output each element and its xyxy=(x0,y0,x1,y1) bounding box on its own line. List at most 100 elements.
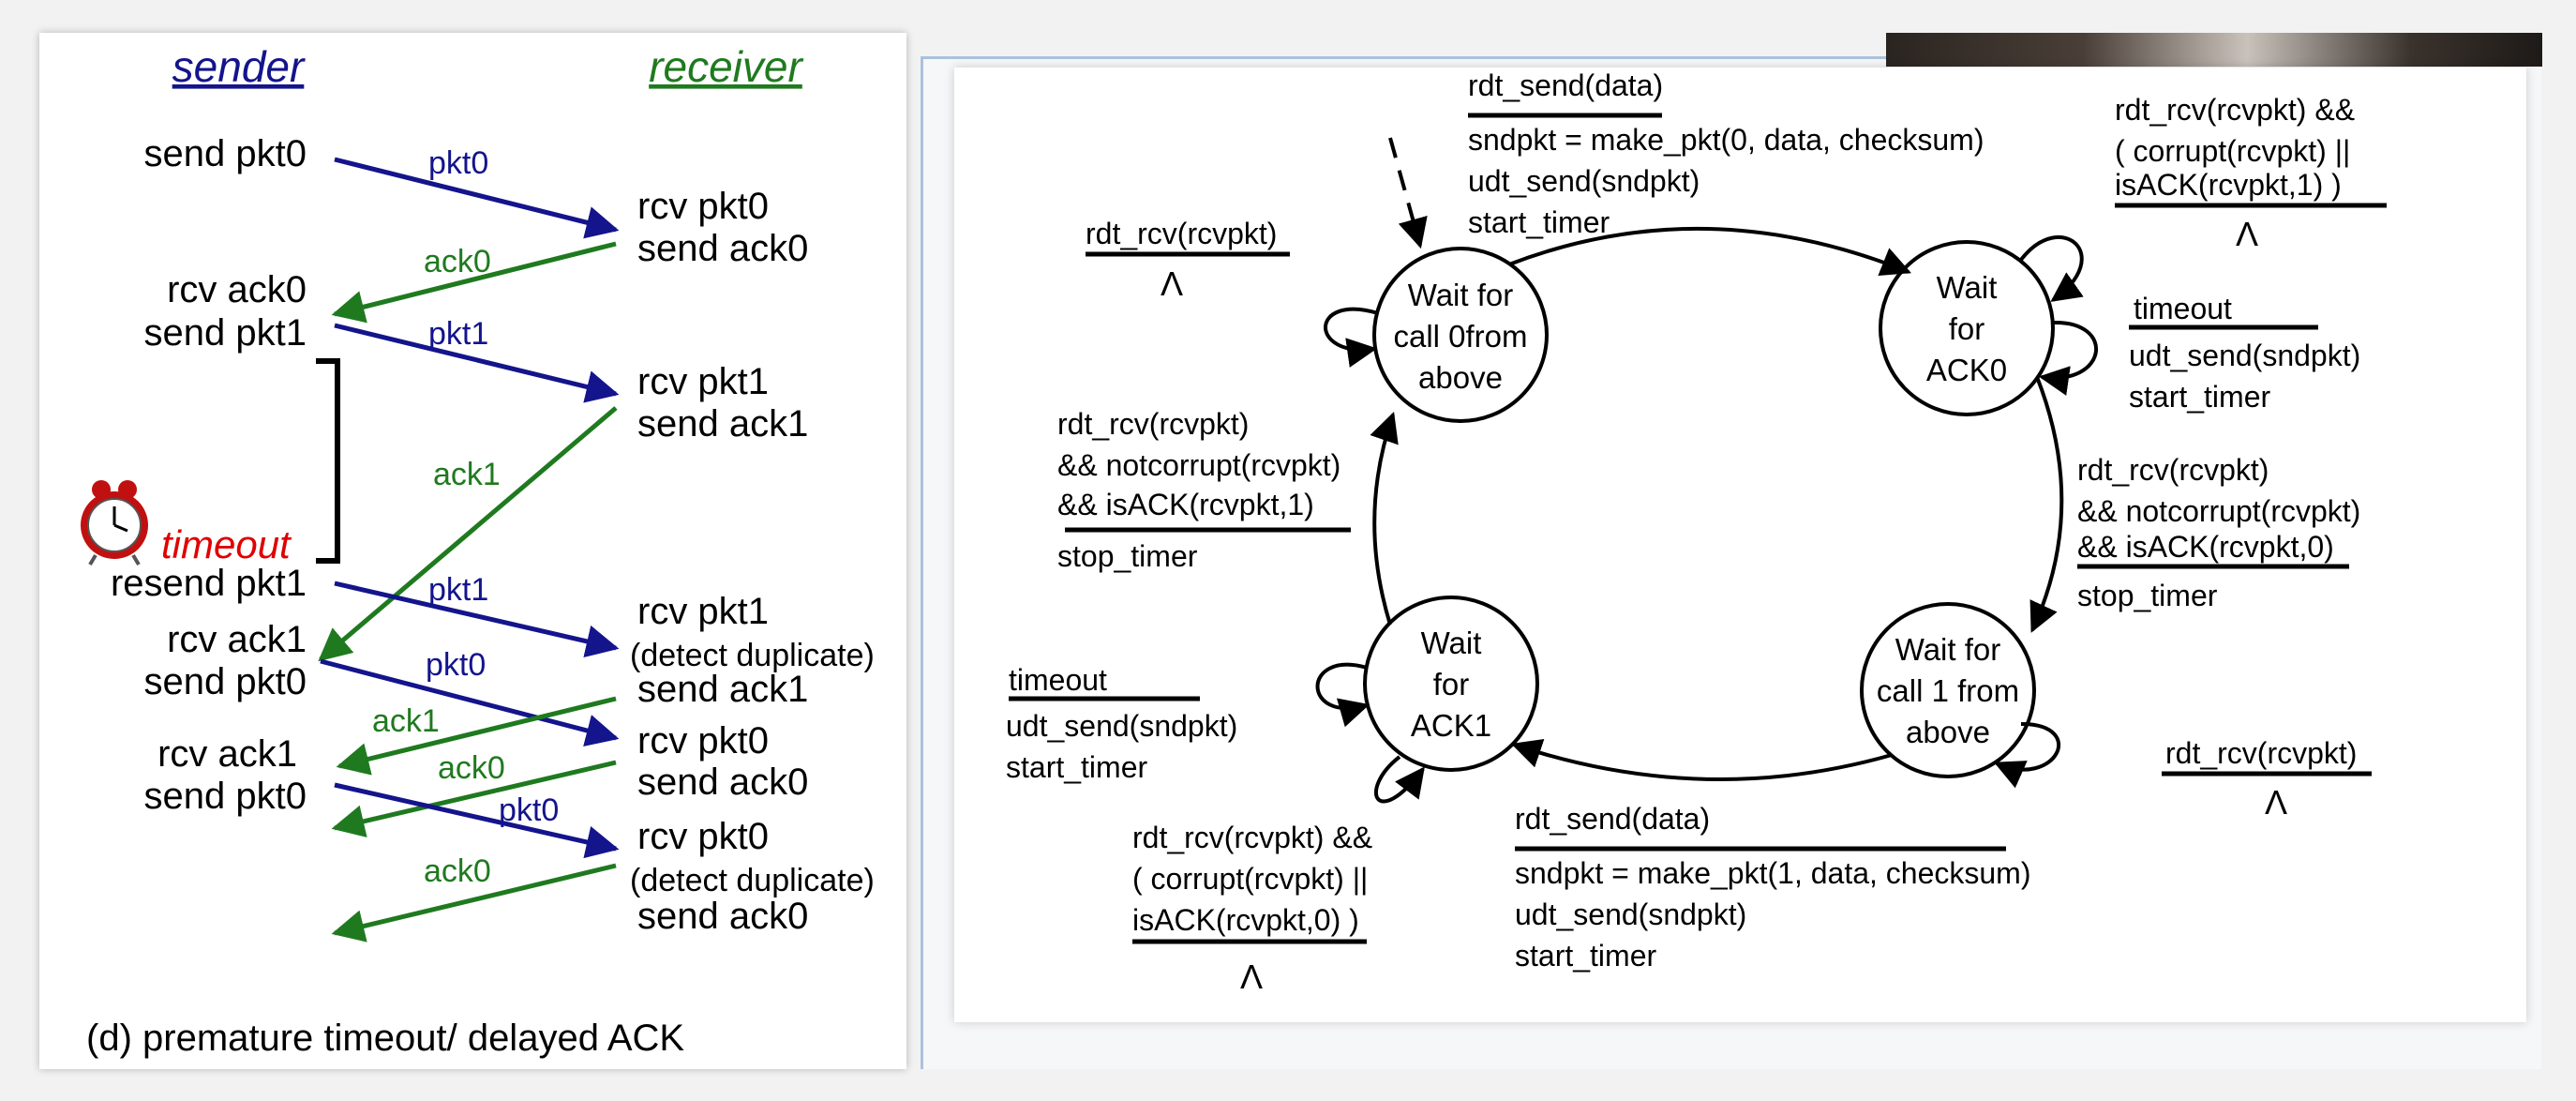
transition-event: rdt_rcv(rcvpkt) xyxy=(2165,736,2357,770)
transition-action: sndpkt = make_pkt(0, data, checksum) xyxy=(1468,123,1984,157)
message-label: pkt0 xyxy=(428,145,488,181)
message-label: ack0 xyxy=(438,750,505,786)
self-loop-ack0-right xyxy=(2038,320,2099,396)
transition-action: start_timer xyxy=(2129,380,2270,414)
self-loop-ack0-top xyxy=(2019,234,2084,302)
self-loop-ack1-left xyxy=(1315,662,1370,728)
sender-event: rcv ack1 xyxy=(157,733,297,775)
transition-action: udt_send(sndpkt) xyxy=(1515,897,1746,931)
transition-ack1-to-call0 xyxy=(1370,411,1399,626)
transition-event: ( corrupt(rcvpkt) || xyxy=(1132,862,1368,896)
transition-event: && isACK(rcvpkt,0) xyxy=(2077,530,2334,564)
transition-action: stop_timer xyxy=(2077,579,2218,612)
sender-event: send pkt0 xyxy=(144,661,307,702)
message-label: ack1 xyxy=(372,703,440,739)
receiver-event: send ack0 xyxy=(637,896,808,937)
receiver-event: (detect duplicate) xyxy=(630,638,875,673)
sender-event: rcv ack1 xyxy=(167,619,307,660)
receiver-event: send ack1 xyxy=(637,403,808,445)
message-arrow-ack1 xyxy=(336,696,617,776)
state-label: Wait xyxy=(1937,270,1998,305)
transition-event: isACK(rcvpkt,1) ) xyxy=(2115,168,2342,202)
transition-action: sndpkt = make_pkt(1, data, checksum) xyxy=(1515,856,2030,890)
receiver-event: rcv pkt0 xyxy=(637,186,769,227)
state-label: ACK1 xyxy=(1411,708,1491,743)
message-arrow-ack1 xyxy=(318,406,618,662)
receiver-event: rcv pkt1 xyxy=(637,591,769,632)
transition-action: udt_send(sndpkt) xyxy=(1006,709,1237,743)
state-label: Wait for xyxy=(1895,632,2000,667)
fsm-diagram: Wait for call 0from above Wait for ACK0 … xyxy=(1006,68,2387,996)
transition-action: start_timer xyxy=(1006,750,1147,784)
transition-event: rdt_rcv(rcvpkt) && xyxy=(2115,93,2355,127)
initial-arrow xyxy=(1388,137,1428,249)
transition-ack0-to-call1 xyxy=(2029,376,2064,633)
fsm-panel: Wait for call 0from above Wait for ACK0 … xyxy=(954,68,2526,1022)
sender-event: rcv ack0 xyxy=(167,269,307,310)
receiver-event: rcv pkt1 xyxy=(637,361,769,402)
transition-action: udt_send(sndpkt) xyxy=(2129,339,2360,372)
transition-call0-to-ack0 xyxy=(1508,226,1911,277)
transition-event: rdt_send(data) xyxy=(1468,68,1663,102)
state-label: call 0from xyxy=(1393,319,1527,354)
message-label: pkt0 xyxy=(426,647,486,683)
sender-event: send pkt1 xyxy=(144,312,307,354)
message-label: pkt1 xyxy=(428,572,488,608)
timeout-label: timeout xyxy=(161,522,292,566)
state-label: above xyxy=(1906,715,1990,749)
self-loop-ack1-bottom xyxy=(1374,755,1425,804)
timeout-bracket xyxy=(316,358,340,564)
transition-action: udt_send(sndpkt) xyxy=(1468,164,1700,198)
message-arrow-pkt0 xyxy=(334,157,620,239)
message-label: ack1 xyxy=(433,457,501,492)
transition-action: Λ xyxy=(2236,215,2258,253)
transition-call1-to-ack1 xyxy=(1510,738,1893,781)
timeline-panel: sender receiver send pkt0 rcv ack0 send … xyxy=(39,33,906,1069)
transition-event: timeout xyxy=(2134,292,2232,325)
video-thumbnail-strip xyxy=(1886,33,2542,67)
receiver-event: send ack0 xyxy=(637,228,808,269)
state-wait-call0 xyxy=(1372,247,1549,423)
state-label: above xyxy=(1418,360,1503,395)
transition-event: && notcorrupt(rcvpkt) xyxy=(2077,494,2360,528)
message-label: ack0 xyxy=(424,853,491,889)
message-label: pkt1 xyxy=(428,316,488,352)
transition-action: start_timer xyxy=(1468,205,1610,239)
self-loop-call1 xyxy=(1994,722,2061,789)
transition-action: Λ xyxy=(2265,783,2287,822)
message-arrow-pkt1 xyxy=(334,581,620,657)
transition-action: Λ xyxy=(1161,264,1183,303)
transition-event: && notcorrupt(rcvpkt) xyxy=(1057,448,1340,482)
transition-action: start_timer xyxy=(1515,939,1656,973)
sender-event: send pkt0 xyxy=(144,776,307,817)
receiver-event: rcv pkt0 xyxy=(637,816,769,857)
receiver-event: rcv pkt0 xyxy=(637,720,769,762)
message-label: ack0 xyxy=(424,244,491,279)
message-arrow-ack0 xyxy=(331,760,617,837)
sender-heading: sender xyxy=(172,42,306,91)
message-arrow-pkt0 xyxy=(334,782,620,859)
transition-event: timeout xyxy=(1009,663,1107,697)
transition-event: isACK(rcvpkt,0) ) xyxy=(1132,903,1359,937)
message-arrow-pkt0 xyxy=(320,658,620,747)
state-label: for xyxy=(1949,311,1985,346)
state-label: Wait xyxy=(1421,626,1482,660)
self-loop-call0 xyxy=(1324,307,1379,368)
transition-event: ( corrupt(rcvpkt) || xyxy=(2115,134,2350,168)
state-label: Wait for xyxy=(1408,278,1513,312)
receiver-event: send ack1 xyxy=(637,669,808,710)
timeline-diagram: sender receiver send pkt0 rcv ack0 send … xyxy=(81,42,875,1059)
transition-event: rdt_rcv(rcvpkt) xyxy=(2077,453,2269,487)
state-label: for xyxy=(1433,667,1470,701)
receiver-event: send ack0 xyxy=(637,762,808,803)
transition-event: rdt_rcv(rcvpkt) xyxy=(1086,217,1277,250)
sender-event: send pkt0 xyxy=(144,133,307,174)
receiver-heading: receiver xyxy=(649,42,803,91)
transition-action: stop_timer xyxy=(1057,539,1198,573)
alarm-clock-icon xyxy=(81,480,148,566)
state-wait-call1 xyxy=(1860,602,2036,778)
message-arrow-ack0 xyxy=(331,863,617,943)
message-arrow-ack0 xyxy=(331,241,617,324)
transition-event: rdt_rcv(rcvpkt) xyxy=(1057,407,1249,441)
figure-caption: (d) premature timeout/ delayed ACK xyxy=(86,1018,684,1059)
